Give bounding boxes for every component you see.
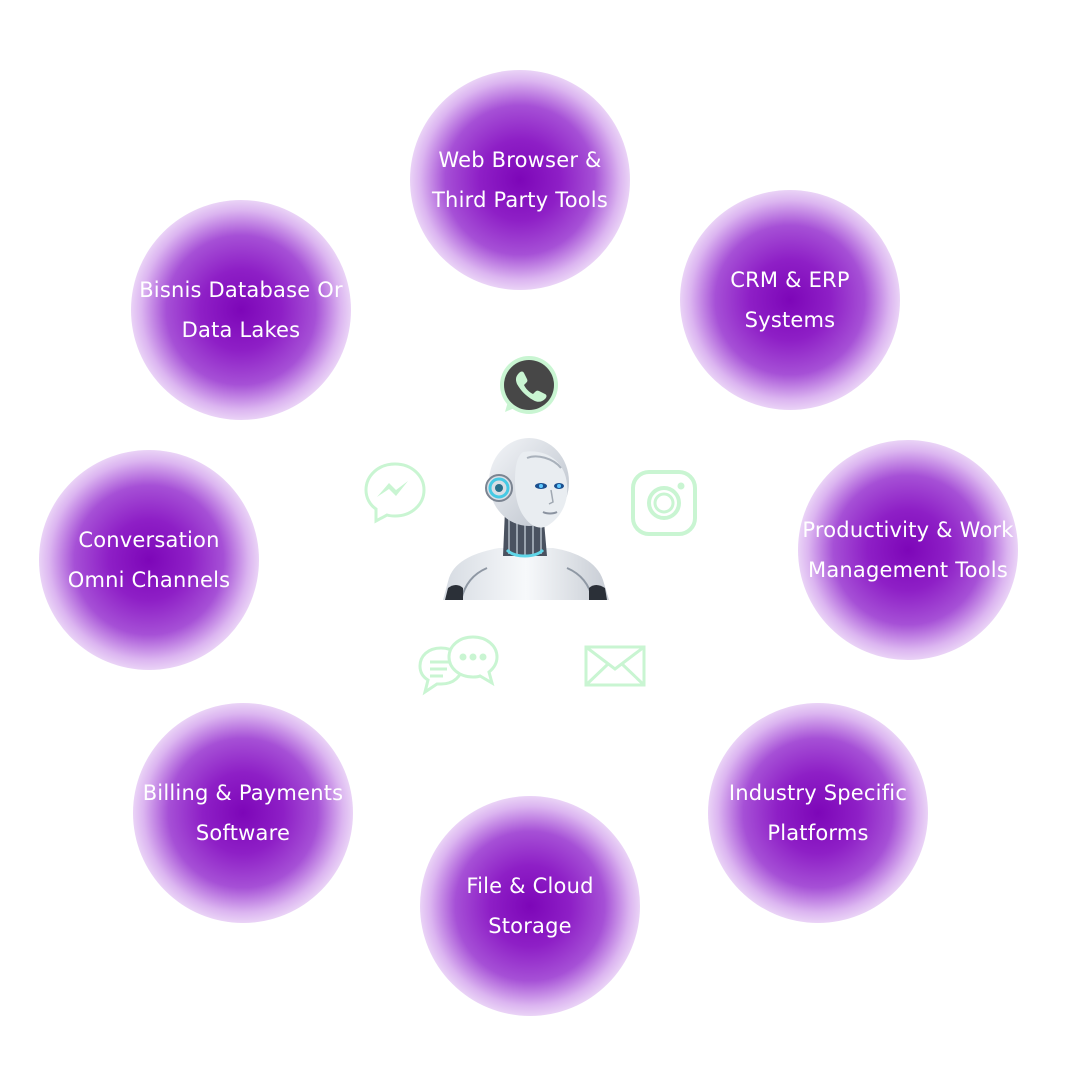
node-label-line1: Bisnis Database Or [139,278,343,302]
node-label-line1: Web Browser & [438,148,602,172]
node-label-line2: Platforms [767,821,869,845]
node-label-line2: Storage [488,914,572,938]
ai-robot-figure [443,438,609,600]
node-label-line1: Productivity & Work [802,518,1014,542]
node-crm-erp: CRM & ERP Systems [680,190,900,410]
node-label-line2: Data Lakes [181,318,301,342]
node-label: CRM & ERP Systems [680,260,900,340]
node-label: Bisnis Database Or Data Lakes [131,270,351,350]
node-conversation: Conversation Omni Channels [39,450,259,670]
node-label: Billing & Payments Software [135,773,351,853]
node-label-line1: CRM & ERP [730,268,850,292]
node-label-line2: Systems [744,308,836,332]
node-label-line2: Management Tools [808,558,1008,582]
node-label-line1: Billing & Payments [142,781,344,805]
node-label: Productivity & Work Management Tools [798,510,1018,590]
node-label-line1: Conversation [78,528,220,552]
node-label-line1: Industry Specific [728,781,908,805]
node-label: Industry Specific Platforms [708,773,928,853]
node-industry: Industry Specific Platforms [708,703,928,923]
node-billing: Billing & Payments Software [133,703,353,923]
node-label: Web Browser & Third Party Tools [410,140,630,220]
node-label: File & Cloud Storage [420,866,640,946]
node-label: Conversation Omni Channels [39,520,259,600]
node-label-line2: Software [195,821,291,845]
node-productivity: Productivity & Work Management Tools [798,440,1018,660]
instagram-icon [631,470,697,536]
whatsapp-icon [500,356,558,414]
node-web-browser: Web Browser & Third Party Tools [410,70,630,290]
node-label-line1: File & Cloud [466,874,594,898]
email-icon [584,645,646,687]
chat-bubbles-icon [418,635,499,696]
node-label-line2: Third Party Tools [432,188,608,212]
node-database: Bisnis Database Or Data Lakes [131,200,351,420]
messenger-icon [364,462,426,524]
node-file-cloud: File & Cloud Storage [420,796,640,1016]
node-label-line2: Omni Channels [67,568,231,592]
